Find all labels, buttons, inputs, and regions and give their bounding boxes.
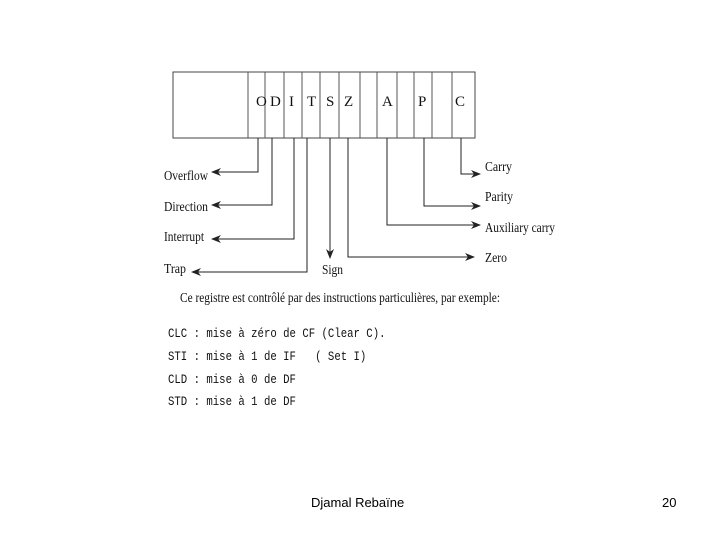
instruction-clc: CLC : mise à zéro de CF (Clear C). — [168, 326, 386, 341]
flag-t: T — [307, 94, 316, 110]
instruction-cld: CLD : mise à 0 de DF — [168, 372, 296, 387]
flag-letters: O D I T S Z A P C — [256, 94, 465, 110]
register-box — [172, 71, 476, 139]
trap-arrow — [191, 138, 308, 276]
carry-arrow — [460, 138, 481, 178]
instruction-std: STD : mise à 1 de DF — [168, 394, 296, 409]
label-carry: Carry — [485, 160, 512, 175]
flag-d: D — [270, 94, 281, 110]
flag-c: C — [455, 94, 465, 110]
label-overflow: Overflow — [164, 169, 209, 184]
label-auxiliary-carry: Auxiliary carry — [485, 221, 555, 236]
flag-p: P — [418, 94, 426, 110]
caption: Ce registre est contrôlé par des instruc… — [180, 291, 500, 306]
register-cell-dividers — [247, 72, 453, 138]
flag-i: I — [289, 94, 294, 110]
footer-author: Djamal Rebaïne — [311, 495, 405, 510]
interrupt-arrow — [211, 138, 295, 243]
label-sign: Sign — [322, 263, 343, 278]
flag-o: O — [256, 94, 267, 110]
parity-arrow — [423, 138, 481, 210]
direction-arrow — [211, 138, 273, 209]
label-trap: Trap — [164, 262, 186, 277]
label-parity: Parity — [485, 190, 513, 205]
flag-labels: Overflow Direction Interrupt Trap Sign C… — [164, 160, 555, 278]
page-number: 20 — [662, 495, 677, 510]
flag-z: Z — [344, 94, 353, 110]
flag-a: A — [382, 94, 393, 110]
auxiliary-carry-arrow — [386, 138, 481, 229]
zero-arrow — [347, 138, 475, 261]
instruction-sti: STI : mise à 1 de IF ( Set I) — [168, 349, 367, 364]
label-zero: Zero — [485, 251, 507, 266]
label-direction: Direction — [164, 200, 208, 215]
overflow-arrow — [211, 138, 259, 176]
flag-connectors — [191, 138, 481, 276]
label-interrupt: Interrupt — [164, 230, 204, 245]
flag-s: S — [326, 94, 334, 110]
